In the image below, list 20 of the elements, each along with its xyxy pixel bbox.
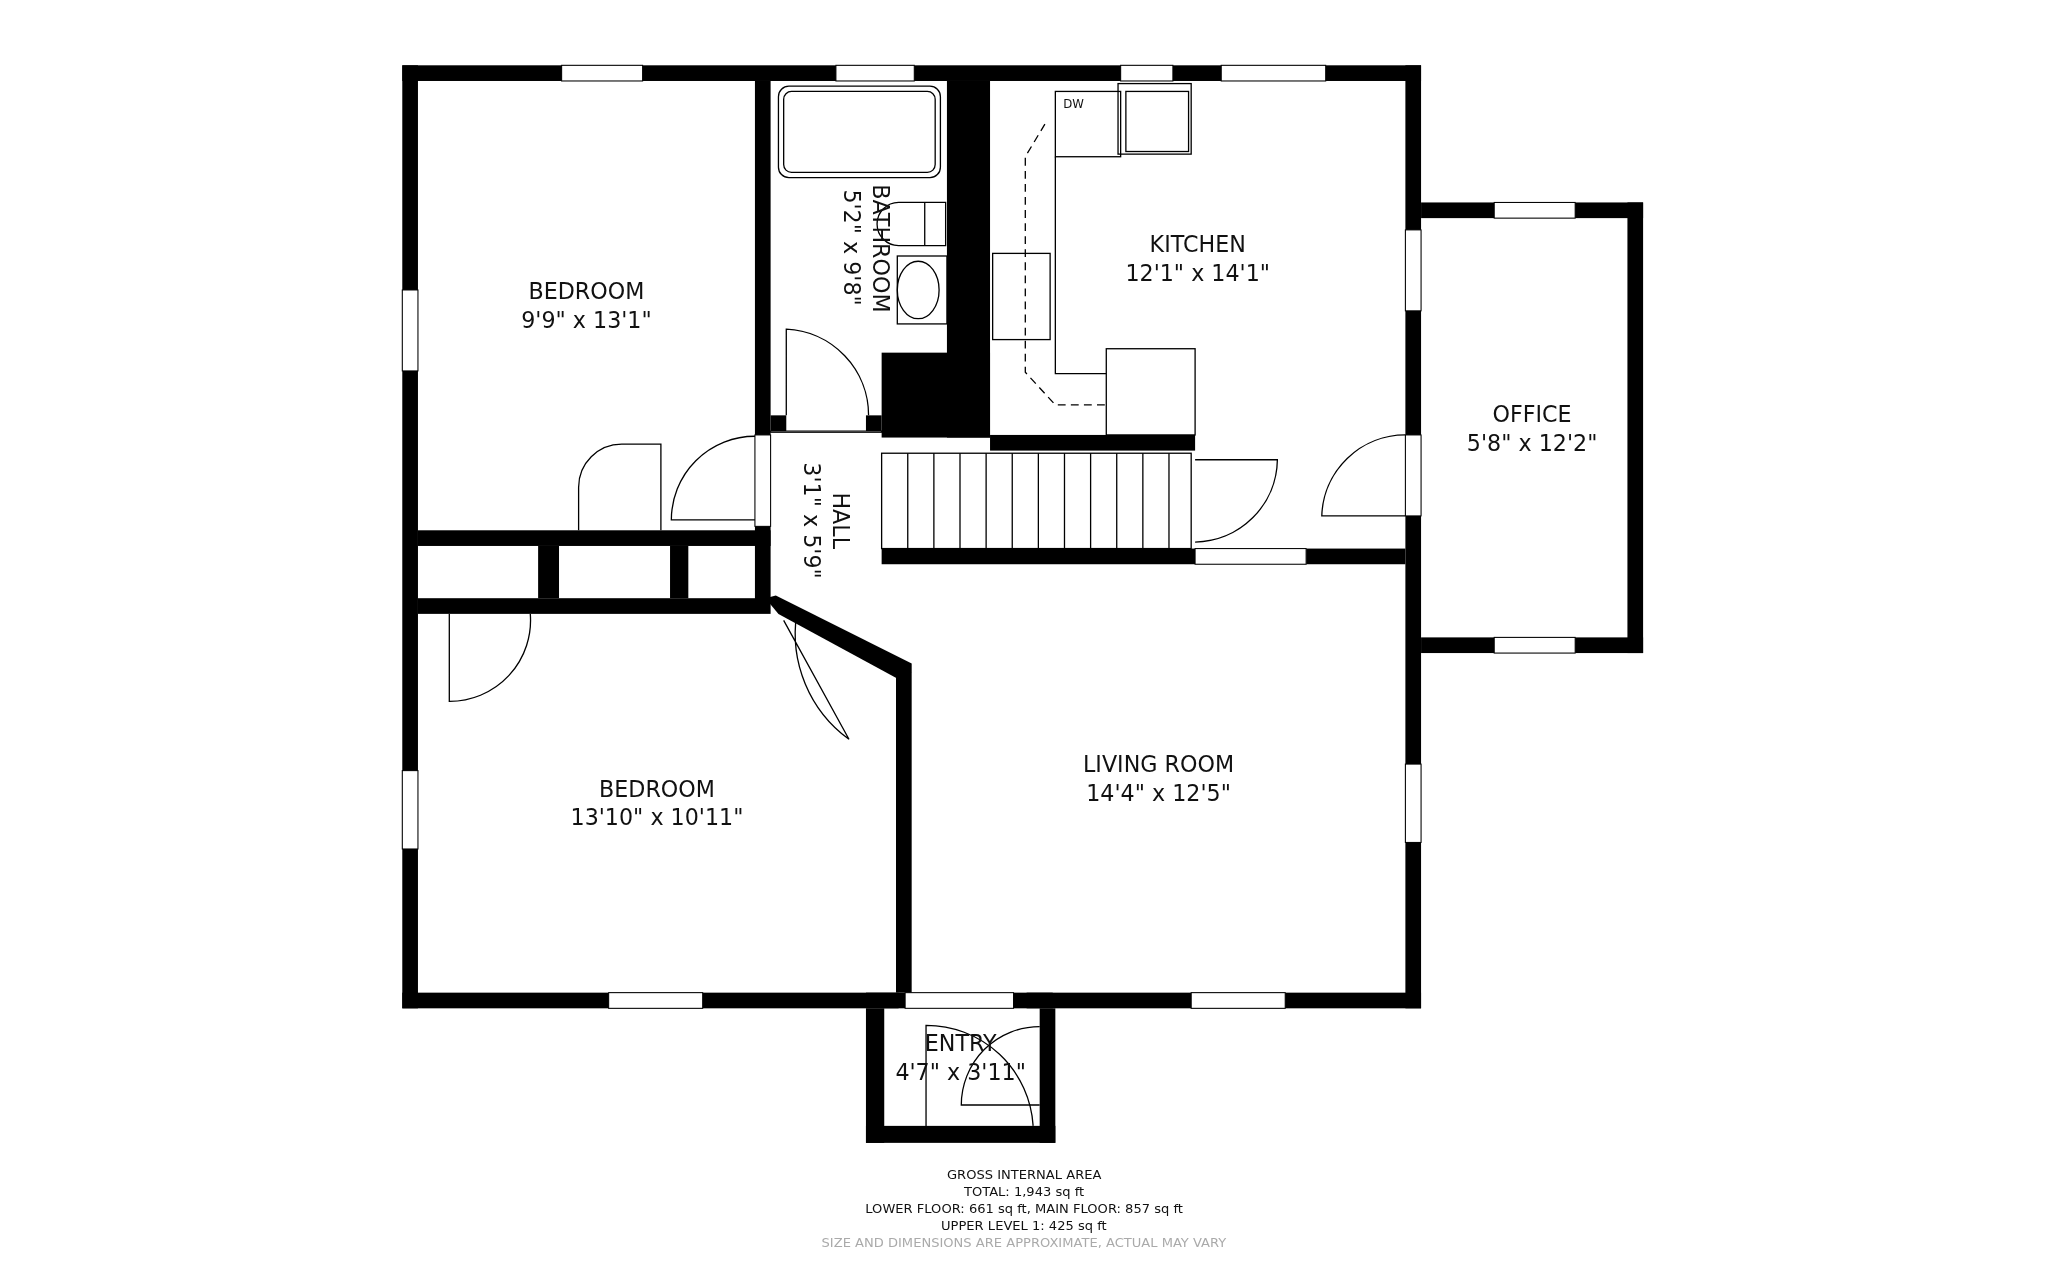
area-heading: GROSS INTERNAL AREA xyxy=(946,1166,1102,1184)
room-name: BEDROOM xyxy=(528,277,645,306)
disclaimer-note: SIZE AND DIMENSIONS ARE APPROXIMATE, ACTUAL MAY VARY xyxy=(821,1234,1227,1252)
room-dimensions: 14'4" x 12'5" xyxy=(1086,778,1231,808)
area-total: TOTAL: 1,943 sq ft xyxy=(963,1183,1085,1201)
room-name: LIVING ROOM xyxy=(1083,750,1235,779)
room-dimensions: 5'2" x 9'8" xyxy=(838,189,867,307)
room-name: KITCHEN xyxy=(1149,229,1246,258)
room-dimensions: 3'1" x 5'9" xyxy=(797,462,826,580)
appliance-label: DW xyxy=(1063,96,1084,113)
area-breakdown: UPPER LEVEL 1: 425 sq ft xyxy=(941,1217,1107,1235)
room-dimensions: 5'8" x 12'2" xyxy=(1466,428,1598,457)
room-name: HALL xyxy=(826,492,855,550)
area-breakdown: LOWER FLOOR: 661 sq ft, MAIN FLOOR: 857 sq ft xyxy=(865,1200,1183,1218)
room-name: BATHROOM xyxy=(866,183,896,313)
room-dimensions: 12'1" x 14'1" xyxy=(1125,258,1271,287)
room-name: BEDROOM xyxy=(599,774,715,804)
room-dimensions: 9'9" x 13'1" xyxy=(521,305,652,335)
room-name: OFFICE xyxy=(1492,399,1572,428)
room-dimensions: 13'10" x 10'11" xyxy=(570,803,744,832)
